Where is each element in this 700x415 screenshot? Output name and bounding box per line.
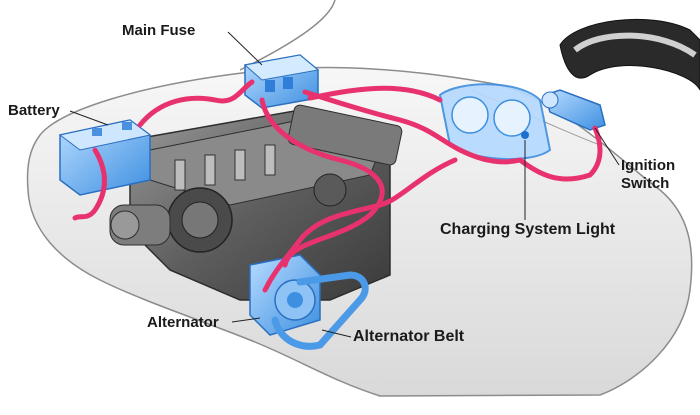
label-main-fuse: Main Fuse [122,22,196,39]
wire-battery-to-fuse [137,79,255,128]
label-battery: Battery [8,102,60,119]
label-ignition-line1: Ignition [621,157,676,174]
label-alternator-belt: Alternator Belt [353,328,465,345]
wire-fuse-to-light [307,85,443,103]
alternator [249,254,321,336]
label-charging-system-light: Charging System Light [440,221,616,238]
label-ignition-switch: Ignition Switch [621,157,675,193]
ignition-switch [541,89,606,131]
charging-system-light [438,83,552,160]
alternator-belt [271,271,369,350]
leader-lines [69,31,620,338]
wire-light-to-switch [517,125,603,182]
label-alternator: Alternator [147,314,219,331]
wire-battery-ground [72,147,107,221]
wire-fuse-to-ignition [302,89,523,165]
windshield-line [239,0,336,71]
wire-light-to-alternator [262,157,458,293]
wiring [72,79,603,293]
label-ignition-line2: Switch [621,175,670,192]
wire-fuse-to-alternator [259,97,385,268]
steering-wheel [559,18,700,91]
main-fuse [243,54,320,109]
